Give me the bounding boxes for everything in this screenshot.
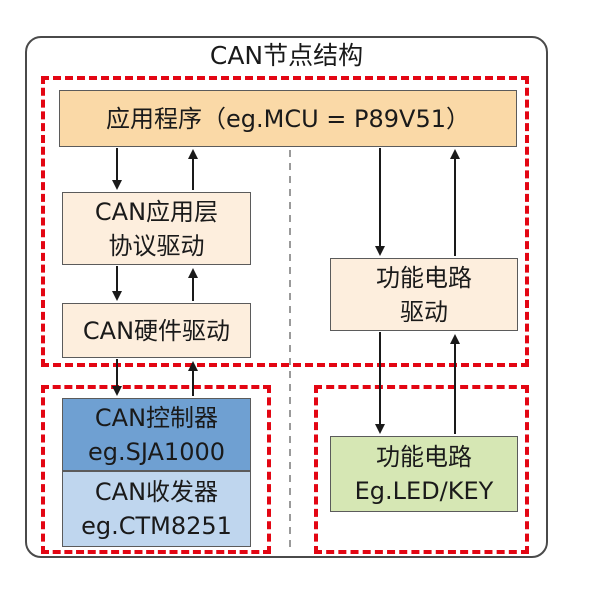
can-transceiver-box: CAN收发器 eg.CTM8251 <box>62 471 251 547</box>
function-driver-line2: 驱动 <box>400 297 448 326</box>
function-driver-box: 功能电路 驱动 <box>330 258 518 331</box>
can-controller-line1: CAN控制器 <box>94 403 219 432</box>
function-circuit-line2: Eg.LED/KEY <box>354 477 494 505</box>
can-transceiver-line2: eg.CTM8251 <box>81 512 232 540</box>
can-controller-box: CAN控制器 eg.SJA1000 <box>62 398 251 471</box>
can-app-layer-line2: 协议驱动 <box>108 231 205 260</box>
application-label: 应用程序（eg.MCU = P89V51） <box>106 104 470 133</box>
can-transceiver-line1: CAN收发器 <box>94 478 219 506</box>
function-circuit-box: 功能电路 Eg.LED/KEY <box>330 436 518 512</box>
can-hw-driver-label: CAN硬件驱动 <box>82 316 231 345</box>
can-app-layer-line1: CAN应用层 <box>94 197 219 226</box>
function-driver-line1: 功能电路 <box>376 263 472 292</box>
function-hardware-region <box>314 385 529 554</box>
can-hw-driver-box: CAN硬件驱动 <box>62 303 251 358</box>
can-controller-line2: eg.SJA1000 <box>87 437 225 466</box>
function-circuit-line1: 功能电路 <box>376 443 472 471</box>
application-box: 应用程序（eg.MCU = P89V51） <box>59 90 517 147</box>
diagram-title: CAN节点结构 <box>209 41 364 70</box>
software-region <box>41 76 529 367</box>
can-app-layer-box: CAN应用层 协议驱动 <box>62 192 251 265</box>
can-hardware-region <box>41 385 271 554</box>
